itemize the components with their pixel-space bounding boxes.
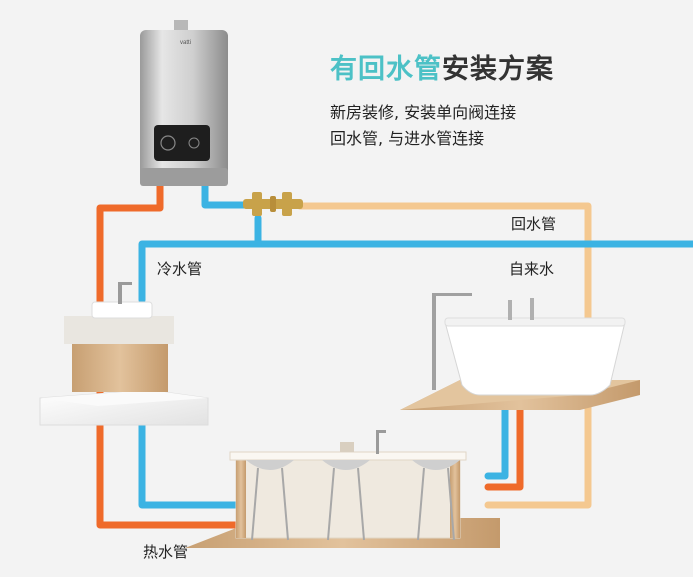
bathtub-icon (400, 293, 640, 410)
washbasin-icon (39, 282, 209, 426)
return-pipe-label: 回水管 (511, 215, 557, 233)
cold-pipe-bath (484, 406, 509, 480)
bar-stool-icon (412, 460, 460, 541)
heater-brand-label: vatti (180, 40, 191, 46)
tap-water-label: 自来水 (509, 260, 555, 278)
pipes (96, 181, 693, 529)
description-line-1: 新房装修, 安装单向阀连接 (330, 103, 517, 122)
description: 新房装修, 安装单向阀连接 回水管, 与进水管连接 (330, 100, 680, 152)
water-heater-icon: vatti (140, 20, 228, 186)
cold-pipe-branch (138, 240, 262, 304)
hot-pipe (96, 181, 244, 529)
page-title: 有回水管安装方案 (330, 52, 680, 88)
cold-pipe-basin (138, 416, 244, 509)
faucet-icon (118, 282, 132, 304)
bar-stool-icon (322, 460, 370, 541)
faucet-icon (432, 293, 534, 390)
kitchen-island-icon (185, 430, 500, 548)
title-block: 有回水管安装方案 新房装修, 安装单向阀连接 回水管, 与进水管连接 (330, 52, 680, 152)
heater-display-panel (154, 125, 210, 161)
faucet-icon (376, 430, 386, 454)
bar-stool-icon (246, 460, 294, 541)
cold-pipe-label: 冷水管 (157, 260, 203, 278)
check-valve-icon (243, 192, 303, 216)
description-line-2: 回水管, 与进水管连接 (330, 129, 485, 148)
hot-pipe-label: 热水管 (143, 543, 189, 561)
cold-pipe-heater (201, 181, 249, 209)
title-rest: 安装方案 (442, 54, 554, 85)
hot-pipe-bath (484, 406, 524, 491)
title-highlight: 有回水管 (330, 54, 442, 85)
